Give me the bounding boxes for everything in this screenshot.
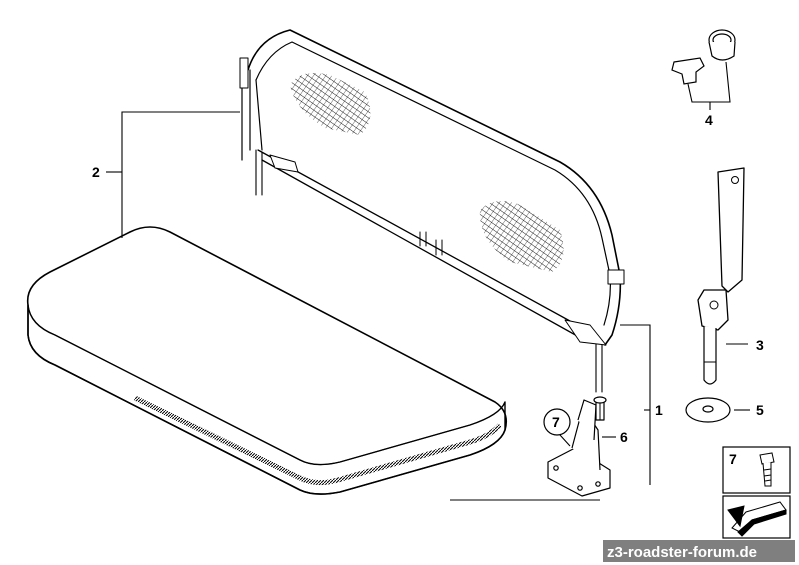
bolt-icon xyxy=(759,452,775,487)
mount-bracket xyxy=(547,396,611,497)
washer xyxy=(685,397,731,423)
legend-bolt-number: 7 xyxy=(729,451,737,467)
callout-7-circle: 7 xyxy=(543,408,571,436)
hinge-arm xyxy=(697,167,745,385)
watermark: z3-roadster-forum.de xyxy=(603,540,795,562)
watermark-text: z3-roadster-forum.de xyxy=(607,544,757,561)
legend-bolt-box: 7 xyxy=(722,446,791,494)
cover-board xyxy=(26,226,508,495)
callout-1: 1 xyxy=(655,402,663,418)
legend-direction-box xyxy=(722,495,791,539)
direction-arrow-icon xyxy=(727,501,787,537)
plugs xyxy=(671,29,736,85)
callout-4: 4 xyxy=(705,112,713,128)
callout-7: 7 xyxy=(552,414,560,430)
callout-2: 2 xyxy=(92,164,100,180)
callout-5: 5 xyxy=(756,402,764,418)
callout-3: 3 xyxy=(756,337,764,353)
callout-6: 6 xyxy=(620,429,628,445)
wind-deflector-frame xyxy=(239,29,625,393)
leader-lines xyxy=(106,61,750,501)
